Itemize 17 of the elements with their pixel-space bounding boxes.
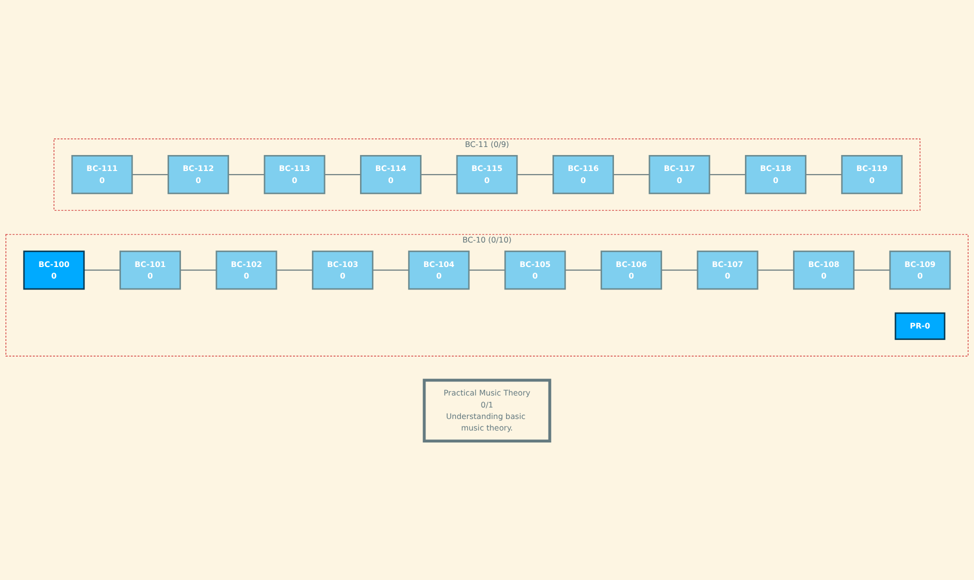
connector <box>180 270 217 271</box>
connector <box>516 174 554 176</box>
connector <box>757 270 794 271</box>
connector <box>564 270 602 271</box>
connector <box>468 270 506 271</box>
connector <box>324 174 362 176</box>
connector <box>132 174 169 176</box>
connector <box>372 270 410 271</box>
connector <box>612 174 650 176</box>
connector <box>420 174 458 176</box>
connector <box>660 270 698 271</box>
connector <box>228 174 266 176</box>
connector <box>84 270 121 271</box>
connector <box>805 174 842 176</box>
connector <box>708 174 746 176</box>
connector <box>853 270 890 271</box>
connector <box>276 270 314 271</box>
